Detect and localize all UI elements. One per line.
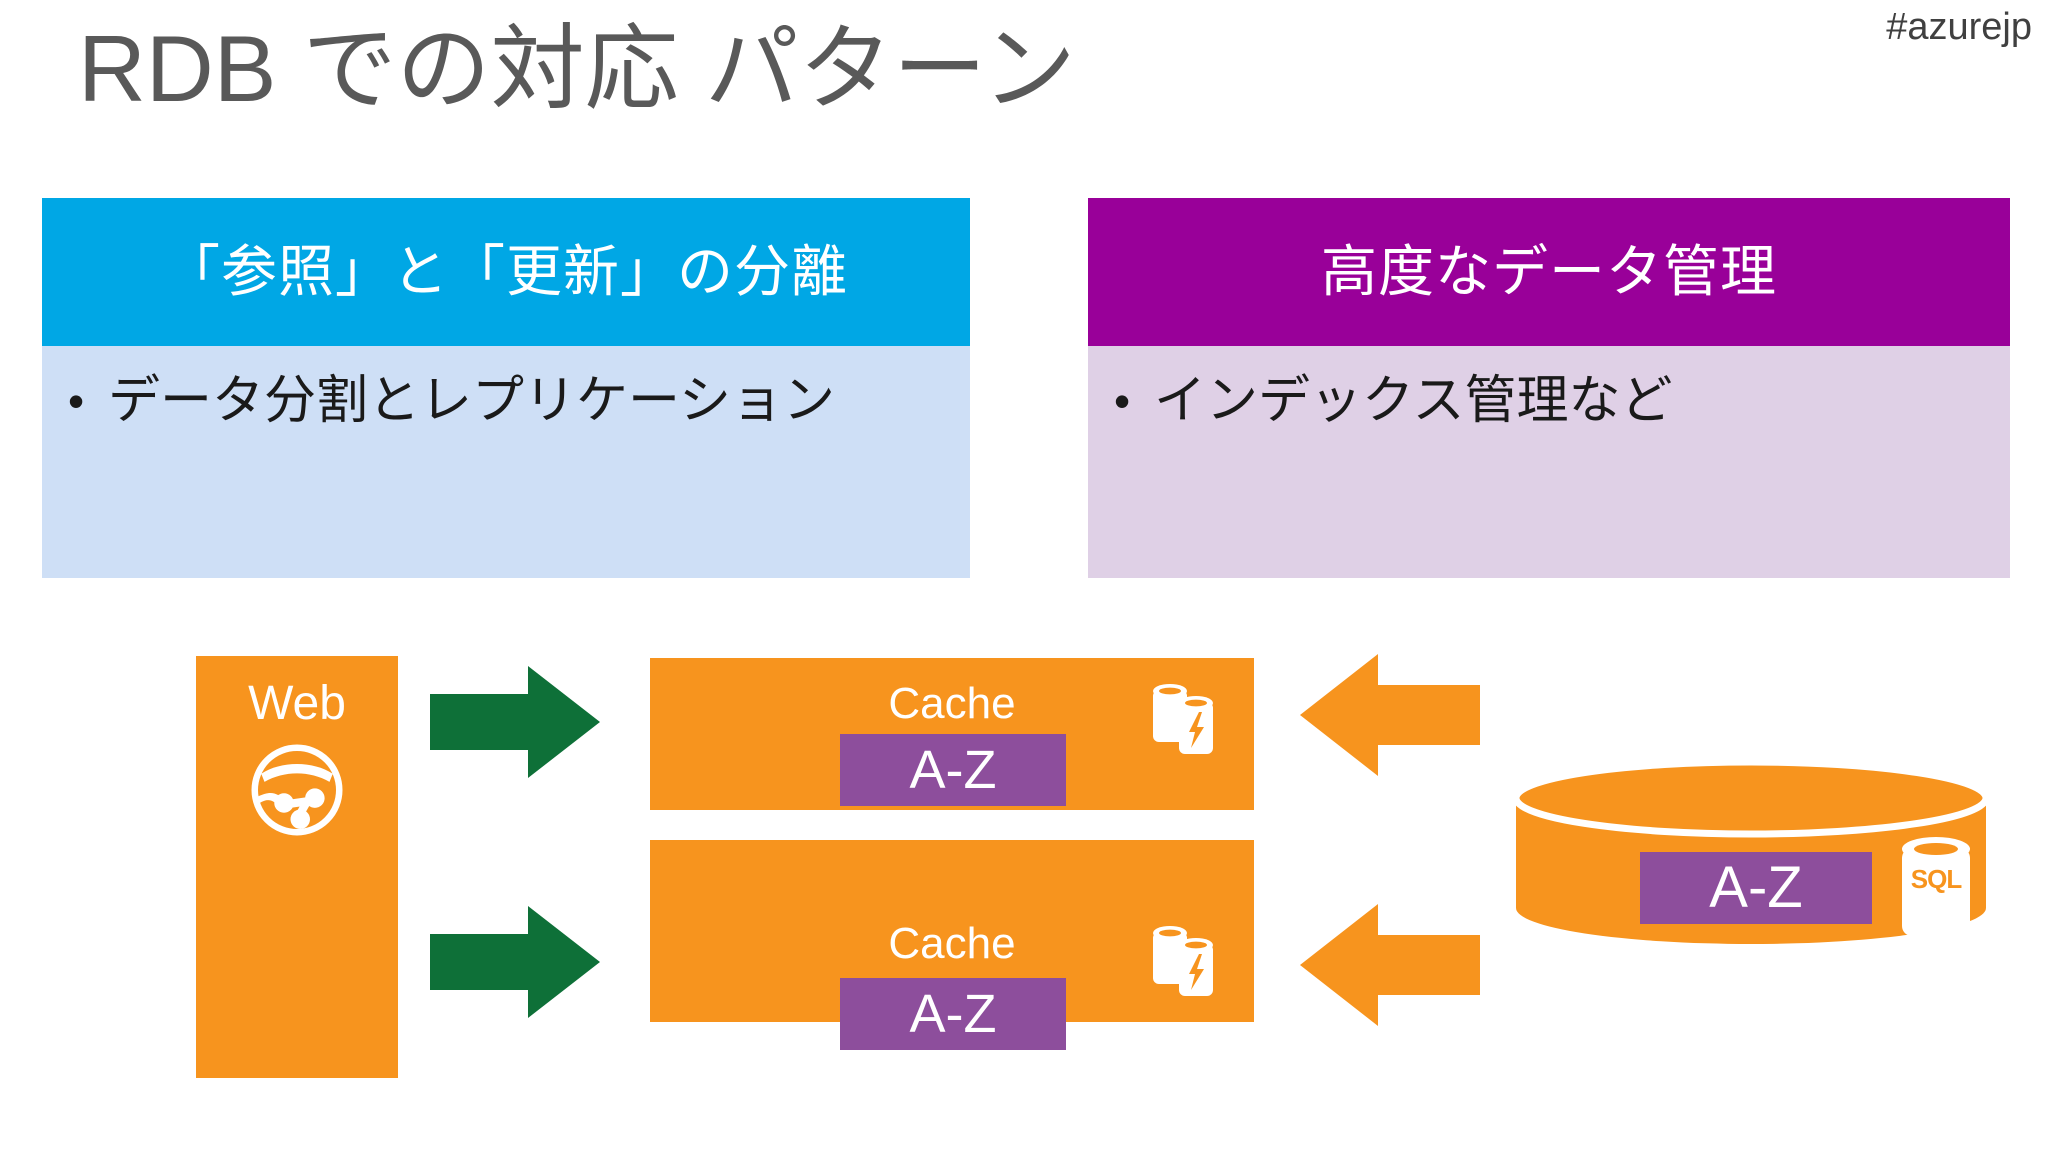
card-header-advanced-data-management: 高度なデータ管理 [1088,198,2010,346]
web-tier-label: Web [248,677,346,730]
database-badge: A-Z [1640,852,1872,924]
card-header-read-write-separation: 「参照」と「更新」の分離 [42,198,970,346]
web-to-cache-arrow-1 [430,666,600,778]
bullet-marker-icon: • [68,375,85,427]
card-body-read-write-separation: • データ分割とレプリケーション [42,346,970,578]
card-advanced-data-management: 高度なデータ管理 • インデックス管理など [1088,198,2010,578]
architecture-diagram: Web [0,600,2048,1152]
cache-node-1-label: Cache [888,679,1016,728]
bullet-item: • データ分割とレプリケーション [68,368,944,434]
sql-icon-label: SQL [1910,864,1962,894]
bullet-item: • インデックス管理など [1114,368,1984,434]
cache-node-2-label: Cache [888,919,1016,968]
hashtag-label: #azurejp [1886,6,2032,48]
globe-network-icon [251,744,343,836]
sql-database-icon [1902,837,1970,936]
cache-node-1: Cache A-Z [650,658,1254,810]
card-read-write-separation: 「参照」と「更新」の分離 • データ分割とレプリケーション [42,198,970,578]
bullet-marker-icon: • [1114,375,1131,427]
redis-cache-icon [1153,926,1213,996]
web-to-cache-arrow-2 [430,906,600,1018]
cache-node-2-badge: A-Z [840,978,1066,1050]
bullet-text: インデックス管理など [1154,372,1673,430]
cache-node-2: Cache A-Z [650,840,1254,1050]
database-to-cache-arrow-1 [1300,654,1480,776]
bullet-text: データ分割とレプリケーション [108,372,835,430]
page-title: RDB での対応 パターン [78,16,1076,121]
web-tier-box: Web [196,656,398,1078]
card-body-advanced-data-management: • インデックス管理など [1088,346,2010,578]
database-to-cache-arrow-2 [1300,904,1480,1026]
redis-cache-icon [1153,684,1213,754]
cache-node-1-badge: A-Z [840,734,1066,806]
